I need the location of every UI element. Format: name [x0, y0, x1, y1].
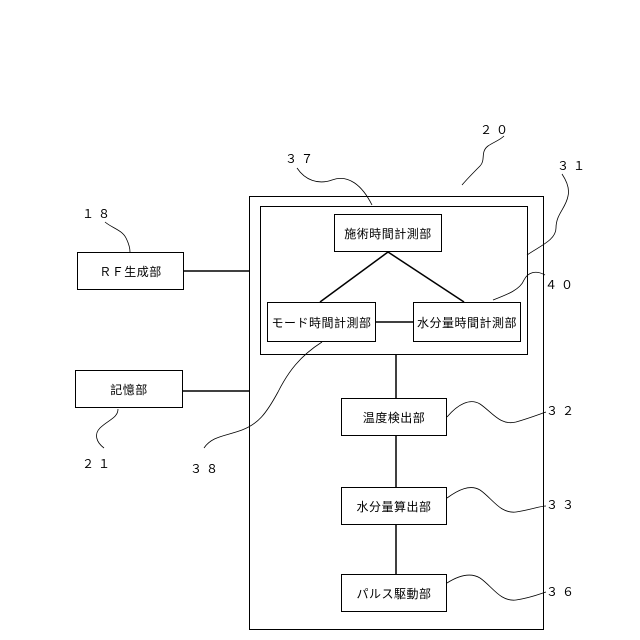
ref-number-33: ３３: [546, 496, 578, 513]
mode-time-block: モード時間計測部: [267, 302, 376, 342]
pulse-drive-label: パルス駆動部: [356, 585, 431, 602]
rf-generator-block: ＲＦ生成部: [77, 252, 184, 290]
pulse-drive-block: パルス駆動部: [341, 574, 447, 612]
ref-number-37: ３７: [285, 150, 317, 167]
leader-21: [97, 409, 118, 448]
ref-number-40: ４０: [545, 276, 577, 293]
ref-number-38: ３８: [190, 460, 222, 477]
memory-label: 記憶部: [110, 381, 148, 398]
moisture-calculation-block: 水分量算出部: [341, 487, 447, 525]
ref-number-18: １８: [82, 205, 114, 222]
mode-time-label: モード時間計測部: [271, 314, 371, 331]
ref-number-21: ２１: [82, 455, 114, 472]
ref-number-31: ３１: [557, 157, 589, 174]
leader-18: [105, 222, 130, 252]
treatment-time-block: 施術時間計測部: [334, 214, 442, 252]
ref-number-36: ３６: [546, 583, 578, 600]
leader-20: [462, 136, 504, 185]
moisture-time-block: 水分量時間計測部: [413, 302, 521, 342]
ref-number-20: ２０: [480, 121, 512, 138]
temperature-detection-block: 温度検出部: [341, 398, 447, 436]
ref-number-32: ３２: [546, 402, 578, 419]
moisture-calculation-label: 水分量算出部: [356, 498, 431, 515]
treatment-time-label: 施術時間計測部: [344, 225, 432, 242]
moisture-time-label: 水分量時間計測部: [417, 314, 517, 331]
rf-generator-label: ＲＦ生成部: [99, 263, 162, 280]
temperature-detection-label: 温度検出部: [363, 409, 426, 426]
memory-block: 記憶部: [75, 370, 183, 408]
